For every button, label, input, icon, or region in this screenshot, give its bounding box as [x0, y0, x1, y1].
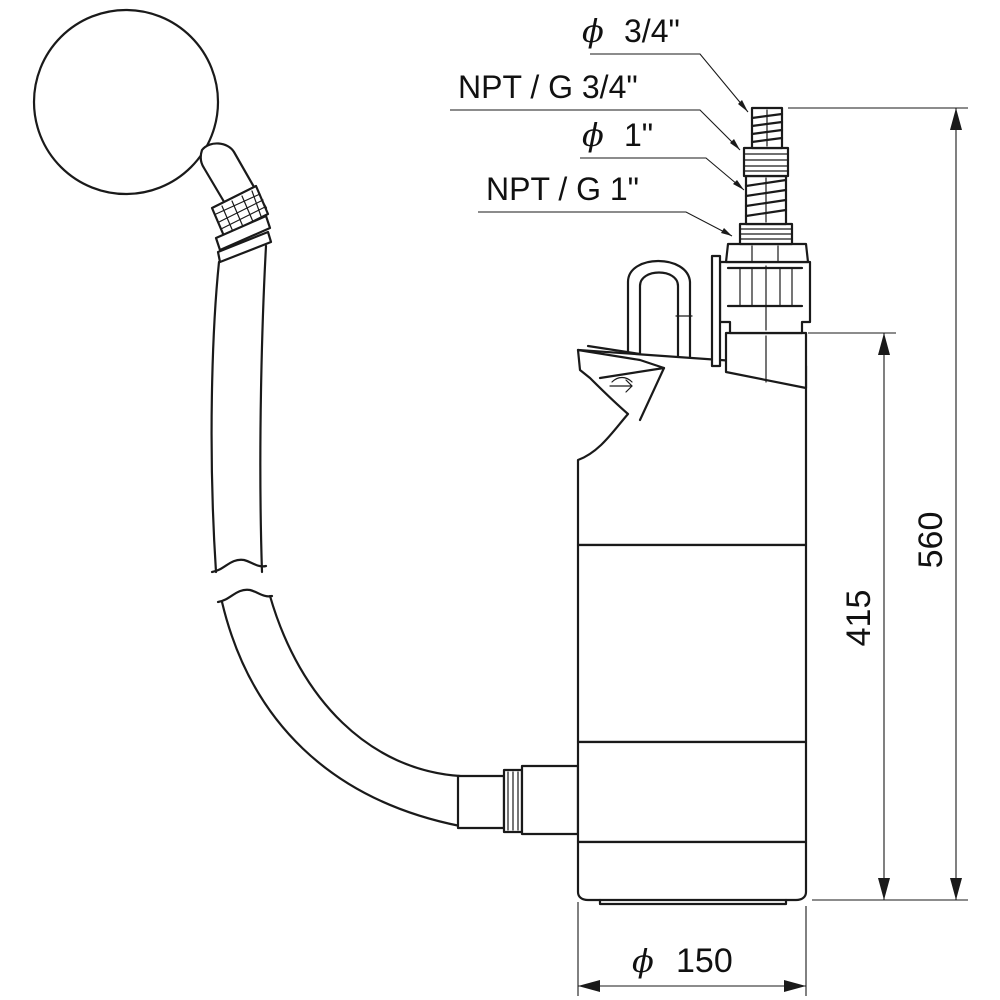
body-diameter-label: 150: [676, 942, 733, 980]
pump-top-cover: [576, 348, 808, 547]
hose-barb-3-4-inch: [750, 106, 784, 150]
thread-3-4-inch: [742, 146, 790, 178]
cable-break-mark: [210, 558, 268, 574]
float-stem: [199, 142, 273, 264]
outlet-housing: [718, 260, 812, 335]
diameter-symbol: ϕ: [632, 942, 654, 980]
total-height-label: 560: [912, 512, 950, 569]
carry-handle: [626, 260, 692, 368]
hose-diameter-1-label: 1": [624, 117, 653, 153]
body-height-label: 415: [840, 590, 878, 647]
label-diameter-150: ϕ 150: [632, 942, 733, 980]
callout-leaders: [450, 53, 749, 237]
float-cable-lower: [220, 600, 462, 828]
thread-3-4-label: NPT / G 3/4": [458, 69, 638, 105]
thread-1-inch: [738, 222, 794, 246]
pump-base: [576, 840, 808, 902]
cable-gland: [456, 764, 580, 836]
flow-arrow-icon: [609, 376, 633, 393]
hose-barb-1-inch: [744, 174, 788, 226]
float-switch: [32, 8, 580, 836]
label-hose-1: ϕ 1": [582, 116, 653, 154]
diameter-symbol: ϕ: [582, 116, 604, 154]
label-hose-3-4: ϕ 3/4": [582, 12, 680, 50]
thread-1-label: NPT / G 1": [486, 171, 639, 207]
dimension-lines: [577, 107, 968, 996]
pump-lower-band: [576, 740, 808, 844]
outlet-hex-nut: [724, 242, 810, 264]
float-cable-upper: [210, 260, 221, 574]
hose-diameter-3-4-label: 3/4": [624, 13, 680, 49]
diameter-symbol: ϕ: [582, 12, 604, 50]
pump-motor-band: [576, 543, 808, 744]
pump: [576, 106, 812, 906]
float-ball: [32, 8, 220, 196]
